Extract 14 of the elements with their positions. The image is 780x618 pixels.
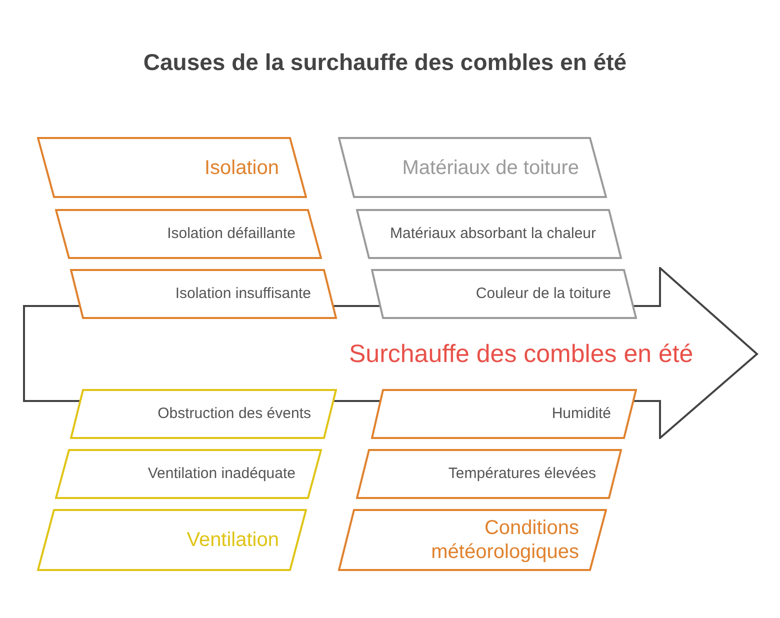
cause-label: Ventilation inadéquate xyxy=(148,465,296,483)
cause-label: Couleur de la toiture xyxy=(476,285,611,303)
category-label: Matériaux de toiture xyxy=(401,156,579,180)
category-label: Conditions météorologiques xyxy=(430,516,579,564)
effect-label: Surchauffe des combles en été xyxy=(349,339,694,369)
cause-label: Matériaux absorbant la chaleur xyxy=(390,225,596,243)
cause-label: Obstruction des évents xyxy=(158,405,311,423)
cause-label: Isolation insuffisante xyxy=(175,285,311,303)
diagram-title: Causes de la surchauffe des combles en été xyxy=(143,49,627,77)
cause-label: Températures élevées xyxy=(448,465,596,483)
category-label: Isolation xyxy=(204,156,279,180)
cause-label: Isolation défaillante xyxy=(167,225,296,243)
cause-label: Humidité xyxy=(552,405,611,423)
category-label: Ventilation xyxy=(186,528,279,552)
